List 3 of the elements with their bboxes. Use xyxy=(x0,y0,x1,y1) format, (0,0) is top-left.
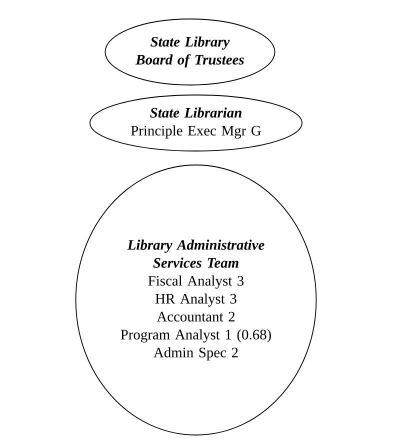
ellipse-node: Library Administrative Services Team Fiscal Analyst 3 HR Analyst 3 Accountant 2 Program Analyst 1 (0.68) Admin Spec 2 xyxy=(75,164,317,436)
ellipse-node: State Librarian Principle Exec Mgr G xyxy=(89,94,303,152)
ellipse-node: State Library Board of Trustees xyxy=(104,18,276,86)
